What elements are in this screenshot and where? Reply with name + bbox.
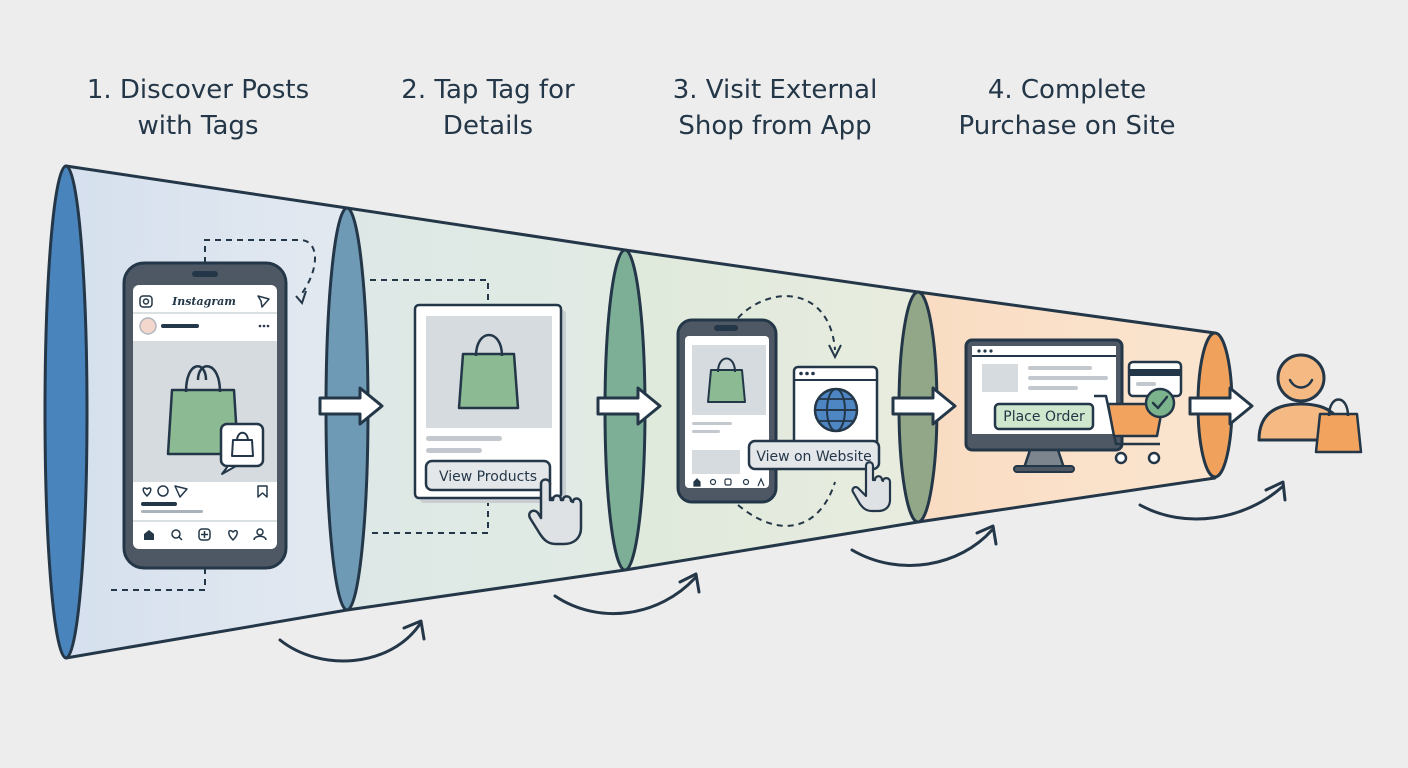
dashed-connectors xyxy=(108,239,842,591)
product-bag-icon xyxy=(457,333,520,410)
flow-arrow-4 xyxy=(1188,386,1254,426)
checkmark-icon xyxy=(1144,387,1176,419)
send-icon[interactable] xyxy=(257,295,270,308)
funnel-ring-1 xyxy=(43,164,89,660)
flow-arrow-3 xyxy=(891,386,957,426)
credit-card-icon xyxy=(1127,360,1183,398)
hand-cursor-icon xyxy=(528,478,583,546)
bookmark-icon[interactable] xyxy=(257,485,268,498)
svg-text:View on Website: View on Website xyxy=(756,449,871,465)
step-title-3: 3. Visit External Shop from App xyxy=(672,75,878,141)
product-tag[interactable] xyxy=(219,422,265,475)
step2-product-card: View Products xyxy=(413,303,583,546)
flow-arrows xyxy=(318,386,1254,426)
step3-phone xyxy=(676,318,778,504)
instagram-camera-icon[interactable] xyxy=(139,295,153,308)
flow-arrow-1 xyxy=(318,386,384,426)
customer-bag-icon xyxy=(1314,398,1363,454)
share-icon[interactable] xyxy=(174,485,188,498)
heart-icon[interactable] xyxy=(142,487,152,498)
profile-icon[interactable] xyxy=(253,528,267,541)
add-icon[interactable] xyxy=(198,528,211,541)
activity-heart-icon[interactable] xyxy=(228,529,238,542)
step-title-1: 1. Discover Posts with Tags xyxy=(86,75,310,141)
step1-phone: Instagram xyxy=(122,261,288,570)
view-products-button[interactable]: View Products xyxy=(424,459,552,492)
view-on-website-button[interactable]: View on Website xyxy=(747,439,881,471)
home-icon[interactable] xyxy=(144,530,154,540)
phone-bag-icon xyxy=(707,357,746,403)
step-title-4: 4. Complete Purchase on Site xyxy=(958,75,1176,141)
place-order-button[interactable]: Place Order xyxy=(993,402,1095,431)
more-options-icon[interactable] xyxy=(258,324,270,328)
avatar[interactable] xyxy=(139,317,157,335)
flow-arrow-2 xyxy=(596,386,662,426)
svg-text:View Products: View Products xyxy=(439,469,537,485)
step-title-2: 2. Tap Tag for Details xyxy=(401,75,575,141)
curved-arrows xyxy=(278,480,1287,663)
step3-website-window: View on Website xyxy=(747,365,892,513)
comment-icon[interactable] xyxy=(157,485,169,497)
globe-icon xyxy=(813,387,859,433)
instagram-brand: Instagram xyxy=(171,295,236,308)
tag-bag-icon xyxy=(231,431,254,457)
hand-cursor-icon-2 xyxy=(851,461,892,513)
step4-monitor: Place Order xyxy=(964,338,1124,473)
svg-text:Place Order: Place Order xyxy=(1003,409,1085,425)
search-icon[interactable] xyxy=(171,529,183,541)
